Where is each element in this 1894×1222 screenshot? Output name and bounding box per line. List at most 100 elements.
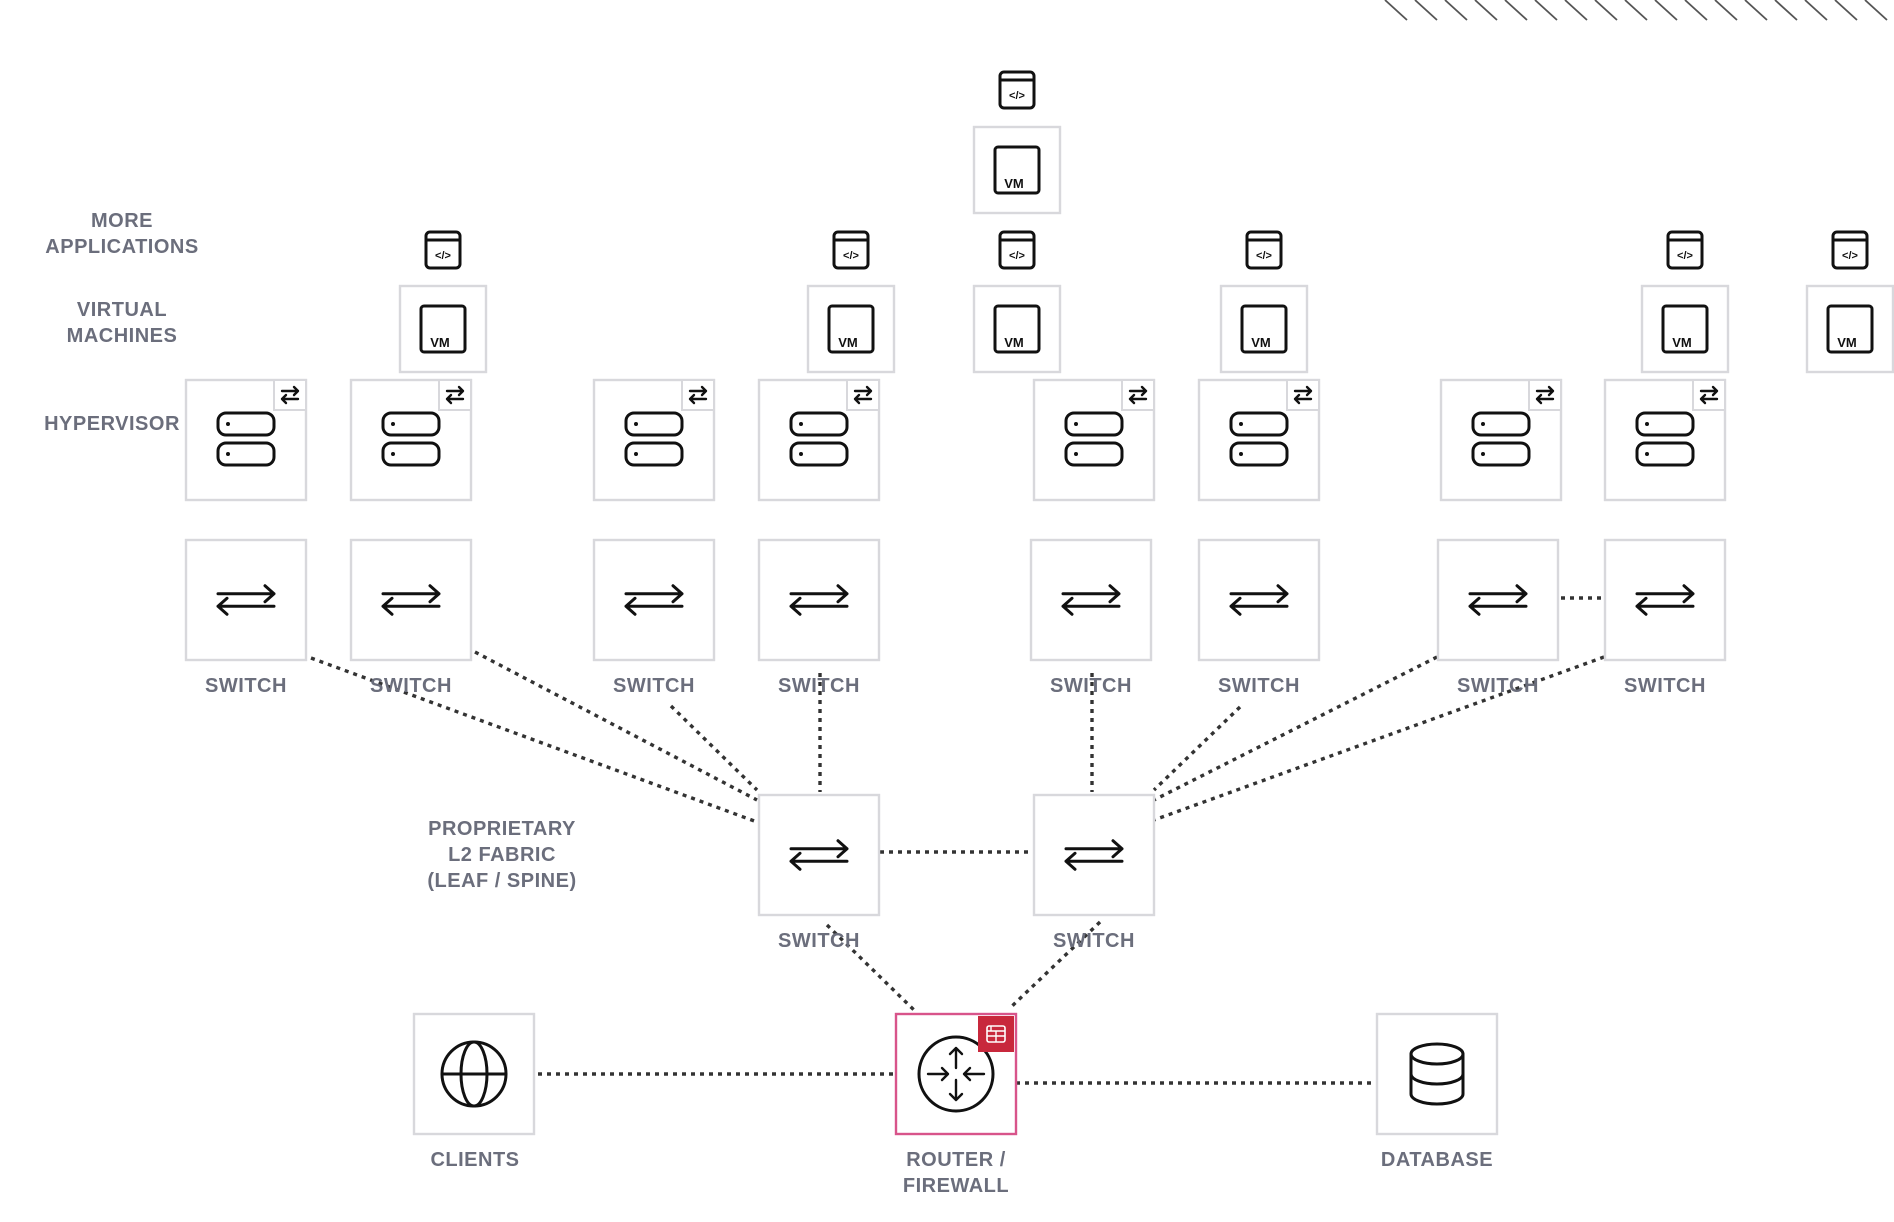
router-firewall-node [894,1012,1018,1136]
virtual-machine-icon: VM [1661,304,1709,354]
firewall-icon [978,1016,1014,1052]
code-window-icon: </> [998,70,1036,110]
vm-node: VM [398,284,488,374]
hypervisor-node [1032,378,1156,502]
switch-node [1197,538,1321,662]
hypervisor-badge [273,379,307,411]
vm-text: VM [1004,335,1024,350]
code-window-icon: </> [424,230,462,270]
virtual-machine-icon: VM [993,304,1041,354]
virtual-machine-icon: VM [827,304,875,354]
vm-text: VM [1251,335,1271,350]
server-stack-icon [1635,411,1695,467]
router-icon [917,1035,995,1113]
switch-node [184,538,308,662]
arrows-exchange-icon [1128,385,1148,405]
vm-node: VM [1640,284,1730,374]
dotted-connection [1152,705,1242,792]
switch-label: SWITCH [1624,675,1706,697]
row-label-fabric: PROPRIETARY L2 FABRIC (LEAF / SPINE) [427,818,577,892]
switch-node [757,538,881,662]
switch-label: SWITCH [205,675,287,697]
arrows-exchange-icon [1635,584,1695,616]
arrows-exchange-icon [1535,385,1555,405]
dotted-connection [1153,655,1605,822]
nodes: </> </> </> </> </> </> </> VM VM VM VM VM VM VM [184,70,1894,1136]
arrows-exchange-icon [1064,839,1124,871]
arrows-exchange-icon [1229,584,1289,616]
arrows-exchange-icon [1468,584,1528,616]
switch-node [1029,538,1153,662]
switch-label: SWITCH [1218,675,1300,697]
switch-node [349,538,473,662]
server-stack-icon [1229,411,1289,467]
arrows-exchange-icon [1061,584,1121,616]
app-glyph: </> [843,250,859,262]
app-glyph: </> [1256,250,1272,262]
hypervisor-node [592,378,716,502]
vm-node: VM [1219,284,1309,374]
globe-icon [440,1040,508,1108]
virtual-machine-icon: VM [1826,304,1874,354]
clients-node [412,1012,536,1136]
dotted-connection [310,656,758,824]
switch-label: SWITCH [1457,675,1539,697]
virtual-machine-icon: VM [1240,304,1288,354]
code-window-icon: </> [998,230,1036,270]
server-stack-icon [1471,411,1531,467]
server-stack-icon [789,411,849,467]
hypervisor-badge [1528,379,1562,411]
vm-text: VM [838,335,858,350]
arrows-exchange-icon [789,839,849,871]
hypervisor-badge [1121,379,1155,411]
row-label-hypervisor: HYPERVISOR [44,413,180,435]
switch-label: SWITCH [613,675,695,697]
app-glyph: </> [1677,250,1693,262]
hypervisor-node [757,378,881,502]
code-window-icon: </> [832,230,870,270]
router-firewall-label: ROUTER / FIREWALL [902,1149,1010,1197]
corner-hatch-decoration [1384,0,1888,21]
fabric-switch-label: SWITCH [1053,930,1135,952]
fabric-switch-label: SWITCH [778,930,860,952]
hypervisor-node [1197,378,1321,502]
row-label-virtual-machines: VIRTUAL MACHINES [66,299,178,347]
vm-node: VM [1805,284,1894,374]
arrows-exchange-icon [688,385,708,405]
server-stack-icon [1064,411,1124,467]
arrows-exchange-icon [381,584,441,616]
arrows-exchange-icon [216,584,276,616]
arrows-exchange-icon [280,385,300,405]
arrows-exchange-icon [1293,385,1313,405]
hypervisor-node [184,378,308,502]
server-stack-icon [381,411,441,467]
database-node [1375,1012,1499,1136]
app-glyph: </> [435,250,451,262]
dotted-connection [1008,920,1102,1010]
dotted-connection [825,923,916,1012]
server-stack-icon [624,411,684,467]
arrows-exchange-icon [624,584,684,616]
hypervisor-node [1439,378,1563,502]
virtual-machine-icon: VM [419,304,467,354]
vm-node: VM [972,125,1062,215]
hypervisor-node [349,378,473,502]
fabric-switch-node [757,793,881,917]
server-stack-icon [216,411,276,467]
vm-text: VM [1004,176,1024,191]
database-icon [1409,1042,1465,1106]
switch-node [1603,538,1727,662]
vm-text: VM [1672,335,1692,350]
code-window-icon: </> [1245,230,1283,270]
switch-node [1436,538,1560,662]
switch-node [592,538,716,662]
connections [310,596,1605,1085]
hypervisor-badge [438,379,472,411]
switch-label: SWITCH [778,675,860,697]
clients-label: CLIENTS [430,1149,520,1171]
switch-label: SWITCH [370,675,452,697]
code-window-icon: </> [1666,230,1704,270]
app-glyph: </> [1842,250,1858,262]
